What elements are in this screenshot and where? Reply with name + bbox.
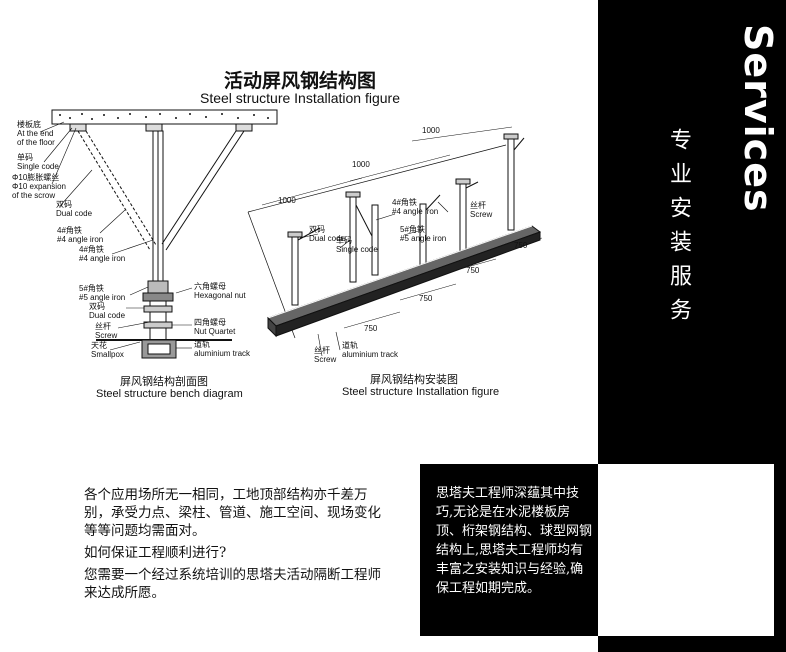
- body-paragraph-3: 您需要一个经过系统培训的思塔夫活动隔断工程师来达成所愿。: [84, 567, 381, 601]
- label-dual2-cn: 双码: [89, 302, 105, 311]
- services-subtitle: 专业安装服务: [666, 128, 691, 332]
- left-caption-en: Steel structure bench diagram: [96, 388, 243, 400]
- label-floor-cn: 楼板底: [17, 120, 41, 129]
- r-label-angle4-cn: 4#角铁: [392, 198, 417, 207]
- r-label-angle5-en: #5 angle iron: [400, 234, 447, 243]
- right-caption-cn: 屏风钢结构安装图: [370, 374, 458, 386]
- label-angle4b-cn: 4#角铁: [79, 245, 104, 254]
- label-hexnut-cn: 六角螺母: [194, 282, 226, 291]
- dim-1000-top: 1000: [422, 126, 440, 135]
- label-dual-code-2: 双码 Dual code: [89, 302, 125, 320]
- label-angle4a-cn: 4#角铁: [57, 226, 82, 235]
- steel-structure-diagram: [39, 109, 543, 359]
- label-angle5-en: #5 angle iron: [79, 293, 126, 302]
- label-angle5: 5#角铁 #5 angle iron: [79, 284, 125, 302]
- left-caption-cn: 屏风钢结构剖面图: [120, 376, 208, 388]
- r-label-track-en: aluminium track: [342, 350, 399, 359]
- dim-750-b: 750: [466, 266, 480, 275]
- label-dual-cn: 双码: [56, 200, 72, 209]
- label-smallpox-cn: 天花: [91, 341, 107, 350]
- label-angle4a-en: #4 angle iron: [57, 235, 104, 244]
- label-screw-cn: 丝杆: [95, 322, 111, 331]
- label-angle4-b: 4#角铁 #4 angle iron: [79, 245, 125, 263]
- label-nutq-en: Nut Quartet: [194, 327, 236, 336]
- label-dual-en: Dual code: [56, 209, 93, 218]
- label-floor: 楼板底 At the end of the floor: [17, 120, 55, 147]
- r-label-dual-cn: 双码: [309, 225, 325, 234]
- label-screw-en: Screw: [95, 331, 118, 340]
- label-angle5-cn: 5#角铁: [79, 284, 104, 293]
- r-label-track: 道轨 aluminium track: [342, 341, 398, 359]
- r-label-single-code: 单码 Single code: [336, 236, 378, 254]
- label-floor-en2: of the floor: [17, 138, 55, 147]
- right-caption: 屏风钢结构安装图 Steel structure Installation fi…: [342, 374, 499, 398]
- label-bolt-cn: Φ10膨胀螺丝: [12, 173, 60, 182]
- label-screw: 丝杆 Screw: [95, 322, 117, 340]
- body-text: 各个应用场所无一相同，工地顶部结构亦千差万别，承受力点、梁柱、管道、施工空间、现…: [84, 486, 384, 606]
- label-track: 道轨 aluminium track: [194, 340, 250, 358]
- r-label-screw: 丝杆 Screw: [314, 346, 336, 364]
- label-floor-en1: At the end: [17, 129, 54, 138]
- label-nutq-cn: 四角螺母: [194, 318, 226, 327]
- right-install-diagram: [247, 126, 543, 339]
- label-smallpox: 天花 Smallpox: [91, 341, 124, 359]
- label-hex-nut: 六角螺母 Hexagonal nut: [194, 282, 246, 300]
- figure-title-cn: 活动屏风钢结构图: [223, 70, 376, 92]
- body-paragraph-2: 如何保证工程顺利进行?: [84, 545, 227, 561]
- dim-750-c: 750: [419, 294, 433, 303]
- r-label-screw-top-cn: 丝杆: [470, 201, 486, 210]
- label-single-code: 单码 Single code: [17, 153, 59, 171]
- r-label-angle4: 4#角铁 #4 angle iron: [392, 198, 438, 216]
- r-label-screw-top: 丝杆 Screw: [470, 201, 492, 219]
- r-label-angle5-cn: 5#角铁: [400, 225, 425, 234]
- info-box: [420, 464, 598, 636]
- r-label-angle4-en: #4 angle iron: [392, 207, 439, 216]
- label-nut-quartet: 四角螺母 Nut Quartet: [194, 318, 235, 336]
- left-section-diagram: [51, 109, 278, 359]
- label-bolt-en1: Φ10 expansion: [12, 182, 66, 191]
- label-smallpox-en: Smallpox: [91, 350, 124, 359]
- label-track-en: aluminium track: [194, 349, 251, 358]
- label-angle4b-en: #4 angle iron: [79, 254, 126, 263]
- dim-750-a: 750: [514, 241, 528, 250]
- r-label-dual-code: 双码 Dual code: [309, 225, 345, 243]
- info-box-text: 思塔夫工程师深蕴其中技巧,无论是在水泥楼板房顶、桁架钢结构、球型网钢结构上,思塔…: [436, 486, 593, 596]
- label-dual-code: 双码 Dual code: [56, 200, 92, 218]
- r-label-single-en: Single code: [336, 245, 378, 254]
- r-label-screw-en: Screw: [314, 355, 337, 364]
- r-label-screw-top-en: Screw: [470, 210, 493, 219]
- label-expansion-bolt: Φ10膨胀螺丝 Φ10 expansion of the scrow: [12, 173, 66, 200]
- left-caption: 屏风钢结构剖面图 Steel structure bench diagram: [96, 376, 243, 400]
- r-label-dual-en: Dual code: [309, 234, 346, 243]
- services-title: Services: [736, 24, 780, 213]
- dim-750-d: 750: [364, 324, 378, 333]
- body-paragraph-1: 各个应用场所无一相同，工地顶部结构亦千差万别，承受力点、梁柱、管道、施工空间、现…: [84, 487, 381, 539]
- white-block: [598, 464, 774, 636]
- label-bolt-en2: of the scrow: [12, 191, 56, 200]
- figure-title-en: Steel structure Installation figure: [200, 90, 400, 106]
- label-single-en: Single code: [17, 162, 59, 171]
- dim-1000-left: 1000: [278, 196, 296, 205]
- r-label-single-cn: 单码: [336, 236, 352, 245]
- label-dual2-en: Dual code: [89, 311, 126, 320]
- label-angle4-a: 4#角铁 #4 angle iron: [57, 226, 103, 244]
- label-hexnut-en: Hexagonal nut: [194, 291, 246, 300]
- label-track-cn: 道轨: [194, 340, 210, 349]
- right-caption-en: Steel structure Installation figure: [342, 386, 500, 398]
- r-label-track-cn: 道轨: [342, 341, 358, 350]
- r-label-screw-cn: 丝杆: [314, 346, 330, 355]
- r-label-angle5: 5#角铁 #5 angle iron: [400, 225, 446, 243]
- label-single-cn: 单码: [17, 153, 33, 162]
- dim-1000-mid: 1000: [352, 160, 370, 169]
